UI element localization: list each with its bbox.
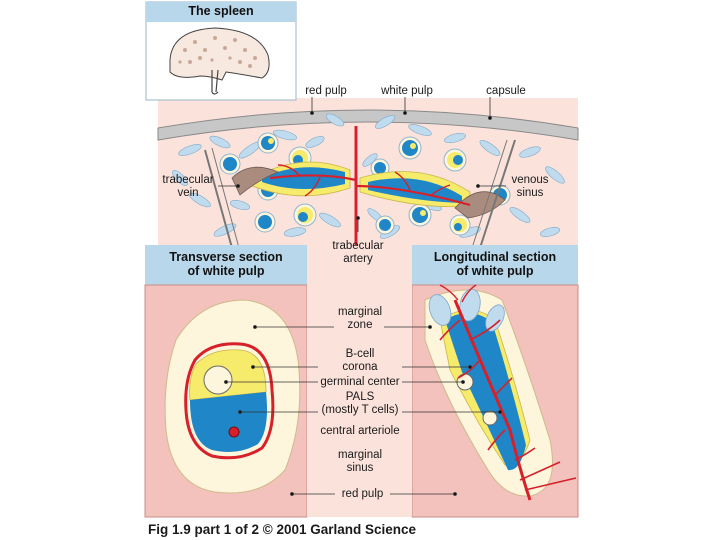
label-white-pulp: white pulp [381,85,433,97]
venous-sinus-flecks [172,113,565,239]
inset-title: The spleen [146,4,296,20]
label-marginal-zone: marginal zone [337,306,383,331]
trabecular-vein-left [231,166,280,196]
trabecular-vein-right [454,191,506,219]
label-central-arteriole: central arteriole [320,425,400,437]
pointer-lines [218,97,506,496]
label-capsule: capsule [486,85,526,97]
label-trabecular-vein: trabecular vein [162,174,214,199]
transverse-title: Transverse section of white pulp [145,250,307,280]
germinal-center-shape [203,365,233,395]
central-arteriole-shape [228,426,240,438]
center-label-column [307,245,412,517]
upper-tissue-section [157,98,579,249]
label-b-cell-corona: B-cell corona [342,348,378,373]
capsule-band [157,109,579,141]
marginal-sinus-ring [184,342,275,460]
longitudinal-title: Longitudinal section of white pulp [412,250,578,280]
label-marginal-sinus: marginal sinus [337,449,383,474]
longitudinal-panel [411,245,579,518]
label-pals: PALS (mostly T cells) [321,391,399,416]
label-trabecular-artery: trabecular artery [332,240,384,265]
label-red-pulp-top: red pulp [305,85,347,97]
label-venous-sinus: venous sinus [511,174,549,199]
label-red-pulp-bottom: red pulp [341,488,384,500]
figure-caption: Fig 1.9 part 1 of 2 © 2001 Garland Scien… [148,522,417,537]
label-germinal-center: germinal center [320,376,400,388]
